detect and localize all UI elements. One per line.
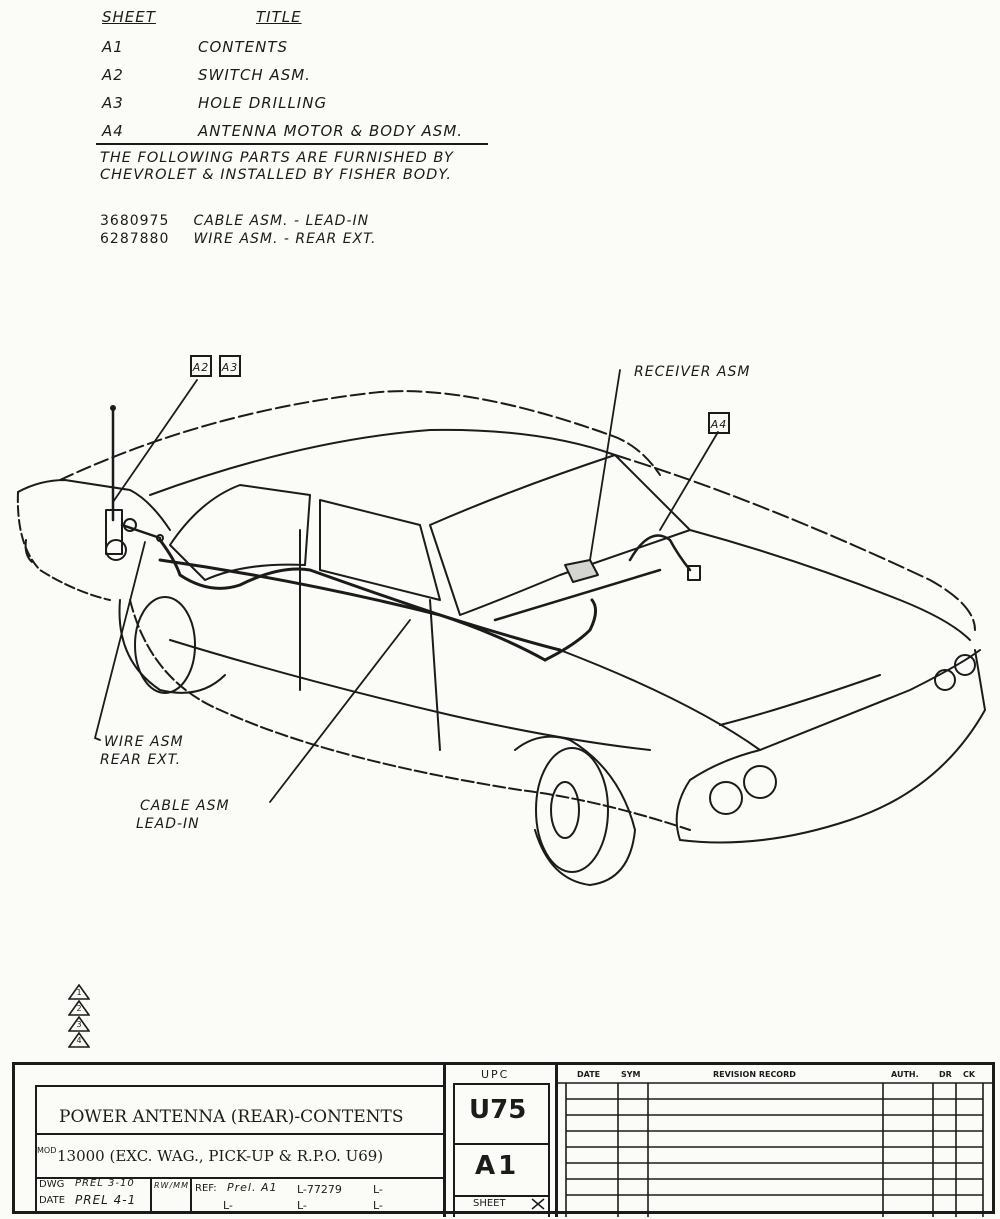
sheet-label: SHEET bbox=[473, 1198, 506, 1209]
sheet-number-large: A1 bbox=[475, 1151, 520, 1181]
revision-triangle: 2 bbox=[68, 1000, 90, 1016]
rev-ck-header: CK bbox=[963, 1070, 976, 1079]
revision-triangle: 1 bbox=[68, 984, 90, 1000]
revision-triangle: 4 bbox=[68, 1032, 90, 1048]
title-column-header: TITLE bbox=[256, 8, 302, 26]
revision-record-header: REVISION RECORD bbox=[713, 1070, 796, 1079]
date-label: DATE bbox=[39, 1195, 66, 1206]
rev-dr-header: DR bbox=[939, 1070, 952, 1079]
ref-l-number: L-77279 bbox=[297, 1183, 342, 1196]
part-number: 3680975 bbox=[100, 213, 170, 229]
callout-box-a4: A4 bbox=[708, 412, 730, 434]
revision-triangle: 3 bbox=[68, 1016, 90, 1032]
part-name: WIRE ASM. - REAR EXT. bbox=[193, 231, 377, 247]
receiver-asm-label: RECEIVER ASM bbox=[634, 364, 751, 380]
ref-value: Prel. A1 bbox=[227, 1181, 278, 1194]
wire-asm-label: WIRE ASM bbox=[104, 734, 184, 750]
sheet-number: A1 bbox=[102, 38, 124, 56]
model-description: 13000 (EXC. WAG., PICK-UP & R.P.O. U69) bbox=[57, 1147, 384, 1165]
ref-label: REF: bbox=[195, 1183, 217, 1194]
sheet-title: SWITCH ASM. bbox=[198, 66, 311, 84]
title-block: POWER ANTENNA (REAR)-CONTENTS MOD 13000 … bbox=[12, 1062, 995, 1217]
initials: RW/MM bbox=[154, 1181, 189, 1190]
cable-lead-in-label: LEAD-IN bbox=[136, 816, 200, 832]
date-value: PREL 4-1 bbox=[75, 1193, 137, 1207]
part-row: 3680975 CABLE ASM. - LEAD-IN bbox=[100, 213, 369, 229]
wire-rear-ext-label: REAR EXT. bbox=[100, 752, 182, 768]
rev-date-header: DATE bbox=[577, 1070, 601, 1079]
part-name: CABLE ASM. - LEAD-IN bbox=[193, 213, 370, 229]
sheet-title: ANTENNA MOTOR & BODY ASM. bbox=[198, 122, 464, 140]
dwg-value: PREL 3-10 bbox=[75, 1178, 135, 1189]
ref-l-blank: L- bbox=[297, 1199, 307, 1212]
callout-box-a3: A3 bbox=[219, 355, 241, 377]
rev-sym-header: SYM bbox=[621, 1070, 641, 1079]
rev-auth-header: AUTH. bbox=[891, 1070, 919, 1079]
cable-asm-label: CABLE ASM bbox=[140, 798, 230, 814]
sheet-number: A2 bbox=[102, 66, 124, 84]
ref-l-blank: L- bbox=[373, 1183, 383, 1196]
drawing-title: POWER ANTENNA (REAR)-CONTENTS bbox=[59, 1107, 404, 1127]
sheet-title: CONTENTS bbox=[198, 38, 289, 56]
sheet-column-header: SHEET bbox=[102, 8, 156, 26]
ref-l-blank: L- bbox=[223, 1199, 233, 1212]
sheet-number: A4 bbox=[102, 122, 124, 140]
car-illustration bbox=[16, 369, 986, 886]
revision-record-grid bbox=[558, 1082, 995, 1217]
sheet-cross-icon bbox=[531, 1198, 545, 1210]
furnished-parts-note: THE FOLLOWING PARTS ARE FURNISHED BY CHE… bbox=[100, 150, 454, 183]
dwg-label: DWG bbox=[39, 1179, 65, 1190]
sheet-title: HOLE DRILLING bbox=[198, 94, 328, 112]
revision-triangles: 1 2 3 4 bbox=[68, 984, 90, 1048]
ref-l-blank: L- bbox=[373, 1199, 383, 1212]
sheet-number: A3 bbox=[102, 94, 124, 112]
contents-divider bbox=[96, 143, 488, 145]
part-number: 6287880 bbox=[100, 231, 170, 247]
model-prefix: MOD bbox=[37, 1146, 57, 1155]
part-row: 6287880 WIRE ASM. - REAR EXT. bbox=[100, 231, 377, 247]
upc-label: UPC bbox=[481, 1068, 510, 1081]
upc-code: U75 bbox=[469, 1095, 527, 1125]
callout-box-a2: A2 bbox=[190, 355, 212, 377]
